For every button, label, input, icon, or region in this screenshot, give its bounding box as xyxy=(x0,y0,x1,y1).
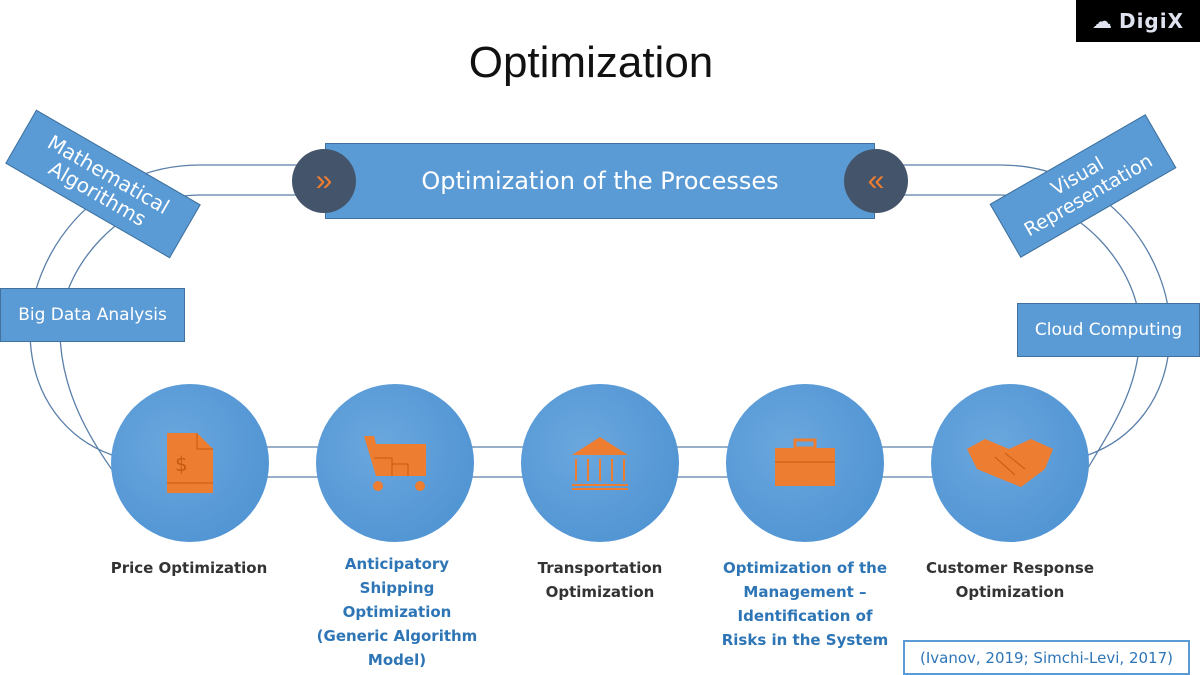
logo: ☁DigiX xyxy=(1076,0,1200,42)
page-title: Optimization xyxy=(468,38,714,87)
invoice-dollar-icon: $ xyxy=(111,384,269,542)
step-label-price: Price Optimization xyxy=(110,559,268,577)
step-label-customer: Customer Response Optimization xyxy=(926,559,1094,601)
box-cloud-computing: Cloud Computing xyxy=(1017,303,1200,357)
cloud-upload-icon: ☁ xyxy=(1091,9,1113,33)
chevrons-left-icon: « xyxy=(844,149,908,213)
handshake-icon xyxy=(931,384,1089,542)
shopping-cart-icon xyxy=(316,384,474,542)
box-big-data-analysis: Big Data Analysis xyxy=(0,288,185,342)
citation: (Ivanov, 2019; Simchi-Levi, 2017) xyxy=(903,640,1190,675)
step-label-shipping: Anticipatory Shipping Optimization (Gene… xyxy=(316,555,478,669)
banner-processes: Optimization of the Processes xyxy=(325,143,875,219)
step-label-transportation: Transportation Optimization xyxy=(537,559,663,601)
briefcase-icon xyxy=(726,384,884,542)
bank-building-icon xyxy=(521,384,679,542)
svg-text:$: $ xyxy=(175,452,188,476)
step-label-management: Optimization of the Management – Identif… xyxy=(721,559,889,649)
chevrons-right-icon: » xyxy=(292,149,356,213)
